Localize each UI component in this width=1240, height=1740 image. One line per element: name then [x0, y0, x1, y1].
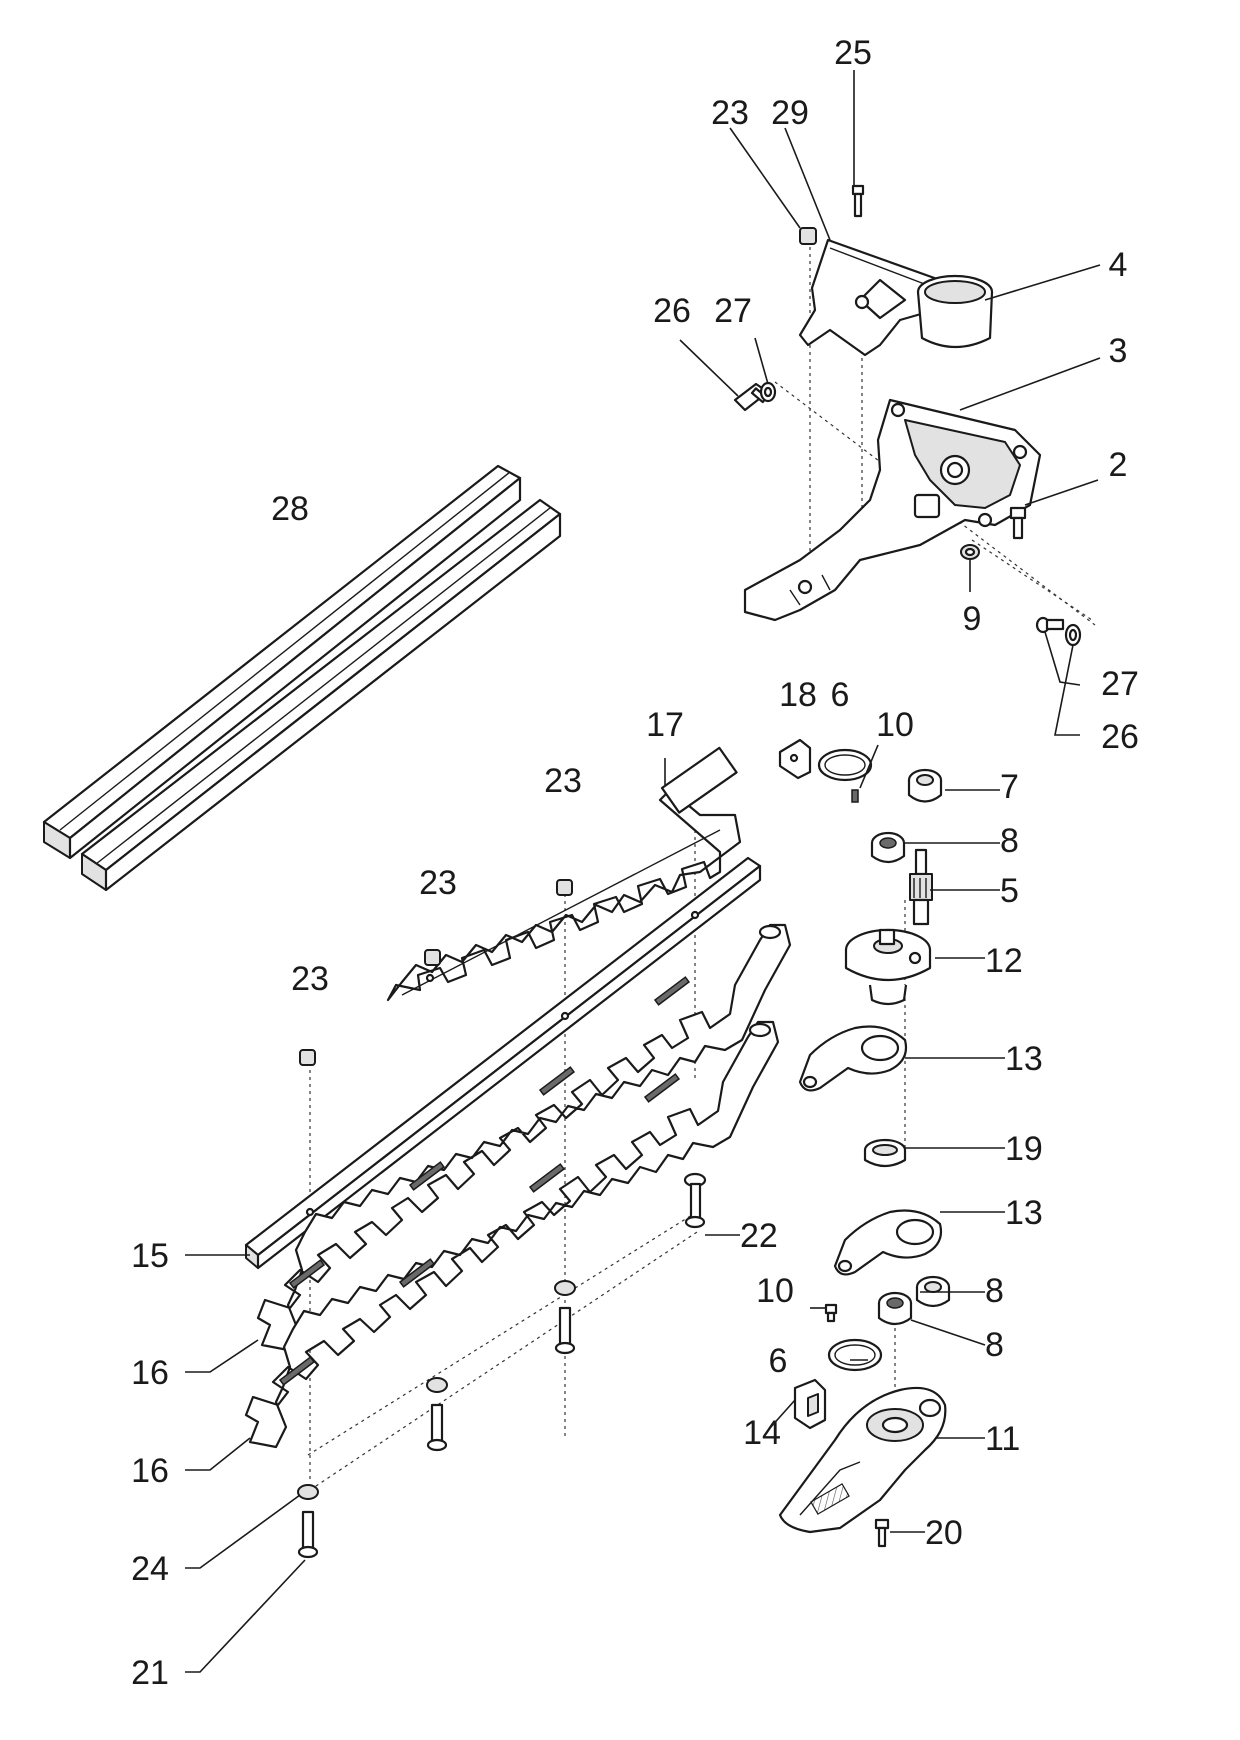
part-19-ring — [863, 1138, 907, 1168]
part-4-cup — [916, 274, 994, 348]
part-10-pin-lower — [824, 1303, 838, 1323]
callout-23-mid: 23 — [544, 762, 582, 800]
callout-23-far-left: 23 — [291, 960, 329, 998]
callout-13-upper: 13 — [1005, 1040, 1043, 1078]
part-27-washer-upper — [759, 381, 777, 403]
callout-8-upper: 8 — [1000, 822, 1019, 860]
callout-26-lower: 26 — [1101, 718, 1139, 756]
part-11-gear-cover — [778, 1386, 947, 1534]
callout-13-lower: 13 — [1005, 1194, 1043, 1232]
callout-19: 19 — [1005, 1130, 1043, 1168]
part-18-clip — [778, 738, 812, 780]
callout-8-lower-b: 8 — [985, 1326, 1004, 1364]
part-13-rod-upper — [798, 1025, 908, 1092]
part-21-bolt-center — [426, 1403, 448, 1452]
callout-2: 2 — [1109, 446, 1128, 484]
part-15-spine-bar — [244, 856, 762, 1270]
callout-27-upper: 27 — [714, 292, 752, 330]
part-23-nut-left — [424, 949, 441, 966]
callout-7: 7 — [1000, 768, 1019, 806]
part-21-bolt-mid — [554, 1306, 576, 1355]
part-8-bearing-upper — [870, 831, 906, 864]
callout-11: 11 — [985, 1420, 1020, 1458]
callout-25: 25 — [834, 34, 872, 72]
part-3-gear-housing — [743, 398, 1042, 622]
callout-16-lower: 16 — [131, 1452, 169, 1490]
part-24-nut-center — [426, 1377, 448, 1393]
part-5-pinion — [909, 848, 933, 926]
callout-23-top: 23 — [711, 94, 749, 132]
part-9-bushing — [960, 544, 980, 560]
callout-23-left: 23 — [419, 864, 457, 902]
callout-10-upper: 10 — [876, 706, 914, 744]
part-28-blade-guard — [42, 464, 562, 892]
part-12-gear — [844, 928, 932, 1006]
callout-24: 24 — [131, 1550, 169, 1588]
part-16-blade-upper — [256, 923, 792, 1352]
part-23-nut-mid — [556, 879, 573, 896]
callout-28: 28 — [271, 490, 309, 528]
callout-18: 18 — [779, 676, 817, 714]
part-29-bracket — [798, 238, 942, 357]
callout-labels: 25 23 29 4 3 26 27 2 28 9 27 26 18 6 10 … — [131, 34, 1139, 1692]
callout-15: 15 — [131, 1237, 169, 1275]
callout-12: 12 — [985, 942, 1023, 980]
part-17-upper-blade — [386, 746, 742, 1002]
callout-22: 22 — [740, 1217, 778, 1255]
part-25-screw — [851, 184, 865, 218]
part-16-blade-lower — [244, 1020, 780, 1449]
part-22-bolt — [683, 1172, 707, 1229]
callout-8-lower-a: 8 — [985, 1272, 1004, 1310]
callout-14: 14 — [743, 1414, 781, 1452]
part-6-plate-lower — [827, 1338, 883, 1372]
callout-5: 5 — [1000, 872, 1019, 910]
callout-16-upper: 16 — [131, 1354, 169, 1392]
callout-6-upper: 6 — [831, 676, 850, 714]
part-7-bearing — [907, 768, 943, 803]
callout-26-upper: 26 — [653, 292, 691, 330]
callout-27-lower: 27 — [1101, 665, 1139, 703]
part-10-pin-upper — [851, 789, 859, 803]
part-27-washer-lower — [1064, 623, 1082, 647]
callout-10-lower: 10 — [756, 1272, 794, 1310]
part-23-nut-far-left — [299, 1049, 316, 1066]
part-14-block — [793, 1378, 827, 1430]
part-6-plate-upper — [817, 748, 873, 782]
part-20-screw — [874, 1518, 890, 1548]
callout-4: 4 — [1109, 246, 1128, 284]
part-24-nut-mid — [554, 1280, 576, 1296]
part-13-rod-lower — [833, 1209, 943, 1276]
callout-29: 29 — [771, 94, 809, 132]
callout-20: 20 — [925, 1514, 963, 1552]
callout-17: 17 — [646, 706, 684, 744]
callout-6-lower: 6 — [769, 1342, 788, 1380]
callout-21: 21 — [131, 1654, 169, 1692]
part-21-bolt-bottom — [297, 1510, 319, 1559]
callout-3: 3 — [1109, 332, 1128, 370]
leader-lines — [185, 70, 1101, 1673]
part-2-screw — [1009, 506, 1027, 540]
part-24-nut-bottom — [297, 1484, 319, 1500]
callout-9: 9 — [963, 600, 982, 638]
part-26-screw-lower — [1035, 616, 1065, 634]
part-23-nut-top — [799, 227, 817, 245]
part-8-bearing-lower-left — [877, 1291, 913, 1326]
